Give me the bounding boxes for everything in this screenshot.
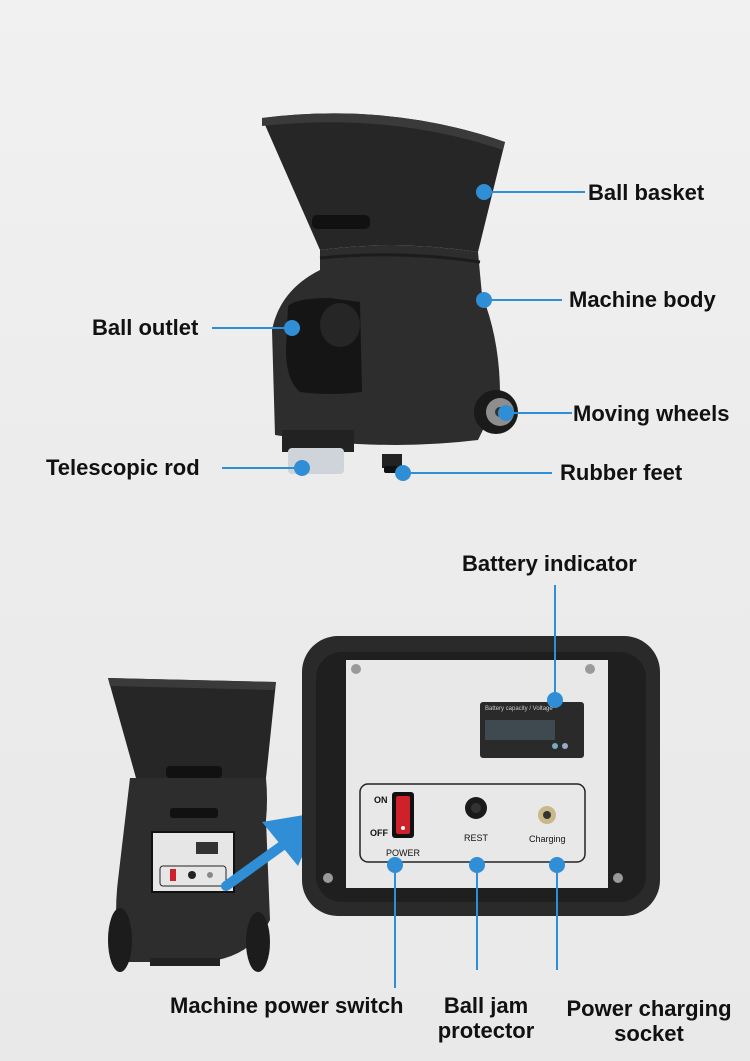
switch-on-label: ON <box>374 795 388 805</box>
power-label: POWER <box>386 848 421 858</box>
battery-indicator-label: Battery indicator <box>462 551 637 576</box>
battery-indicator-dot <box>547 692 563 708</box>
ball-outlet-label: Ball outlet <box>92 315 199 340</box>
rest-label: REST <box>464 833 489 843</box>
rubber-feet-dot <box>395 465 411 481</box>
ball-basket-dot <box>476 184 492 200</box>
top-callouts <box>212 184 585 481</box>
charging-dot <box>549 857 565 873</box>
power-switch-label: Machine power switch <box>170 993 404 1018</box>
charging-socket-label: Power charging socket <box>556 996 742 1047</box>
ball-basket-label: Ball basket <box>588 180 705 205</box>
ball-jam-line2: protector <box>437 1018 535 1044</box>
moving-wheels-dot <box>498 405 514 421</box>
lcd-caption: Battery capacity / Voltage <box>485 706 553 712</box>
machine-body-label: Machine body <box>569 287 716 312</box>
power-switch-dot <box>387 857 403 873</box>
machine-top <box>262 113 518 474</box>
moving-wheels-label: Moving wheels <box>573 401 730 426</box>
telescopic-rod-dot <box>294 460 310 476</box>
ball-jam-label: Ball jam protector <box>432 993 540 1044</box>
bottom-callouts <box>387 585 565 988</box>
machine-body-dot <box>476 292 492 308</box>
machine-small <box>108 678 276 972</box>
charging-label: Charging <box>529 834 566 844</box>
charging-line2: socket <box>614 1021 684 1047</box>
rubber-feet-label: Rubber feet <box>560 460 683 485</box>
panel-plate <box>346 660 608 888</box>
machine-body-shape <box>272 245 500 445</box>
control-panel-closeup <box>302 636 660 916</box>
ball-jam-line1: Ball jam <box>443 993 529 1018</box>
switch-off-label: OFF <box>370 828 388 838</box>
ball-outlet-dot <box>284 320 300 336</box>
telescopic-rod-label: Telescopic rod <box>46 455 200 480</box>
charging-line1: Power charging <box>566 996 732 1021</box>
ball-jam-dot <box>469 857 485 873</box>
